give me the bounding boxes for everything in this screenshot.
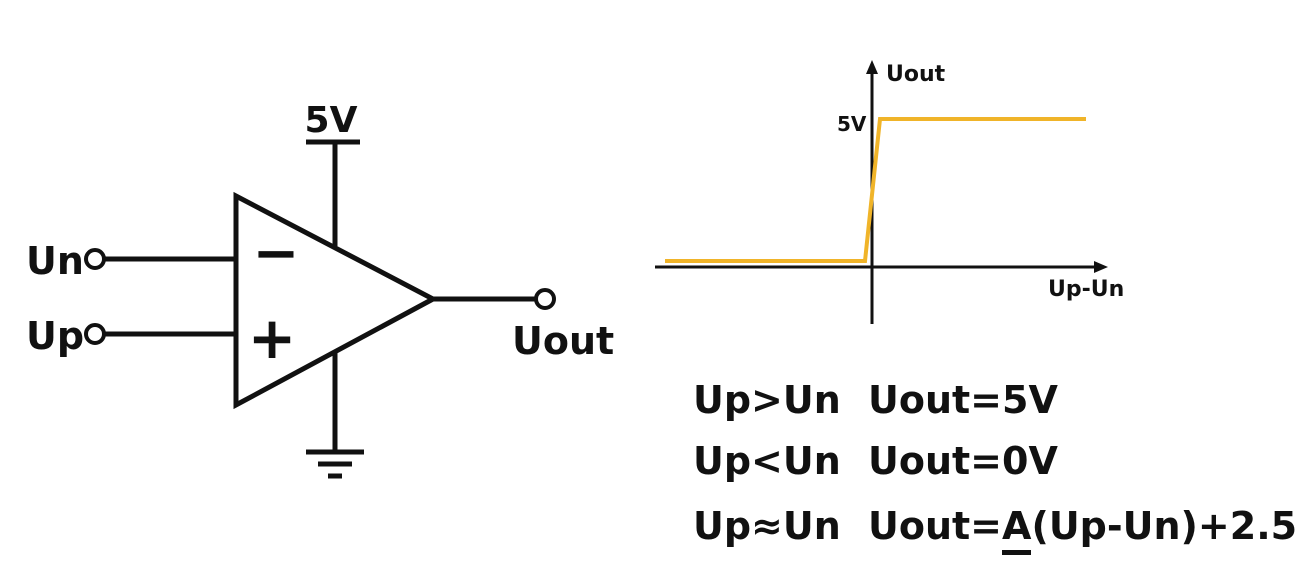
- condition-less: Up<Un: [693, 439, 841, 483]
- input-up-label: Up: [26, 314, 84, 358]
- result-approx: Uout=A(Up-Un)+2.5: [868, 504, 1297, 555]
- result-less: Uout=0V: [868, 439, 1058, 483]
- inverting-input-terminal: [84, 248, 106, 270]
- comparator-diagram: − + 5V Un Up Uout Uout Up-Un 5V: [26, 60, 1124, 479]
- condition-greater: Up>Un: [693, 378, 841, 422]
- plus-sign: +: [248, 304, 297, 372]
- supply-voltage-label: 5V: [305, 100, 358, 141]
- x-axis-label: Up-Un: [1048, 277, 1124, 302]
- op-amp-circuit: [84, 139, 556, 479]
- minus-sign: −: [253, 221, 300, 286]
- input-un-label: Un: [26, 239, 84, 283]
- output-label: Uout: [512, 319, 614, 363]
- noninverting-input-terminal: [84, 323, 106, 345]
- x-axis-arrow: [1094, 261, 1108, 273]
- transfer-graph: [655, 60, 1108, 324]
- y-axis-arrow: [866, 60, 878, 74]
- result-approx-suffix: (Up-Un)+2.5: [1031, 504, 1297, 548]
- output-trace: [665, 117, 1086, 263]
- result-greater: Uout=5V: [868, 378, 1058, 422]
- output-terminal: [534, 288, 556, 310]
- output-level-label: 5V: [837, 112, 867, 136]
- condition-approx: Up≈Un: [693, 504, 841, 548]
- result-approx-prefix: Uout=: [868, 504, 1003, 548]
- gain-symbol: A: [1002, 504, 1032, 555]
- y-axis-label: Uout: [886, 62, 946, 87]
